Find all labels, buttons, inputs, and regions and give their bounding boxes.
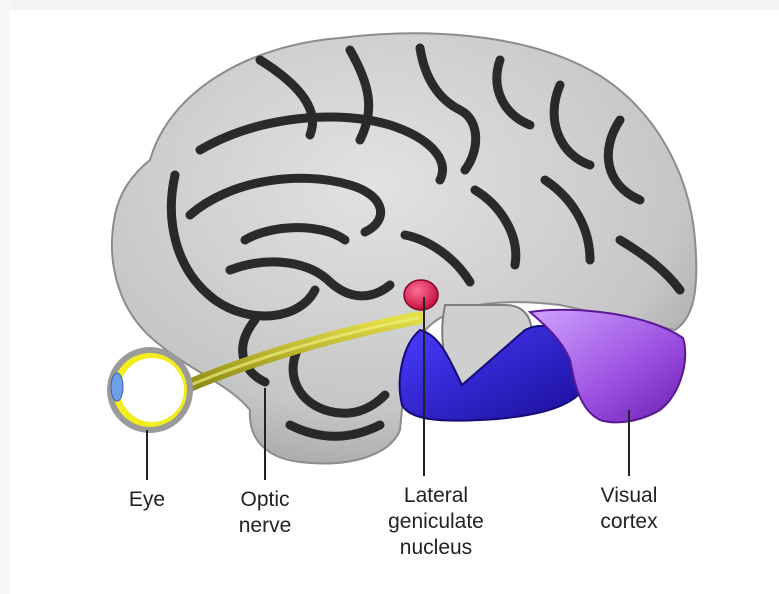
label-lgn-line-1: Lateral: [374, 483, 498, 509]
label-visual-cortex: Visual cortex: [584, 483, 674, 535]
label-visual-cortex-line-1: Visual: [584, 483, 674, 509]
label-visual-cortex-line-2: cortex: [584, 509, 674, 535]
lgn-dot: [404, 280, 438, 310]
label-eye-line-1: Eye: [115, 487, 179, 513]
label-eye: Eye: [115, 487, 179, 513]
label-lgn-line-2: geniculate: [374, 509, 498, 535]
label-optic-nerve: Optic nerve: [220, 487, 310, 539]
label-optic-nerve-line-1: Optic: [220, 487, 310, 513]
label-lgn: Lateral geniculate nucleus: [374, 483, 498, 561]
eye-graphic: [107, 347, 193, 433]
label-lgn-line-3: nucleus: [374, 535, 498, 561]
label-optic-nerve-line-2: nerve: [220, 513, 310, 539]
eye-lens: [111, 373, 123, 401]
